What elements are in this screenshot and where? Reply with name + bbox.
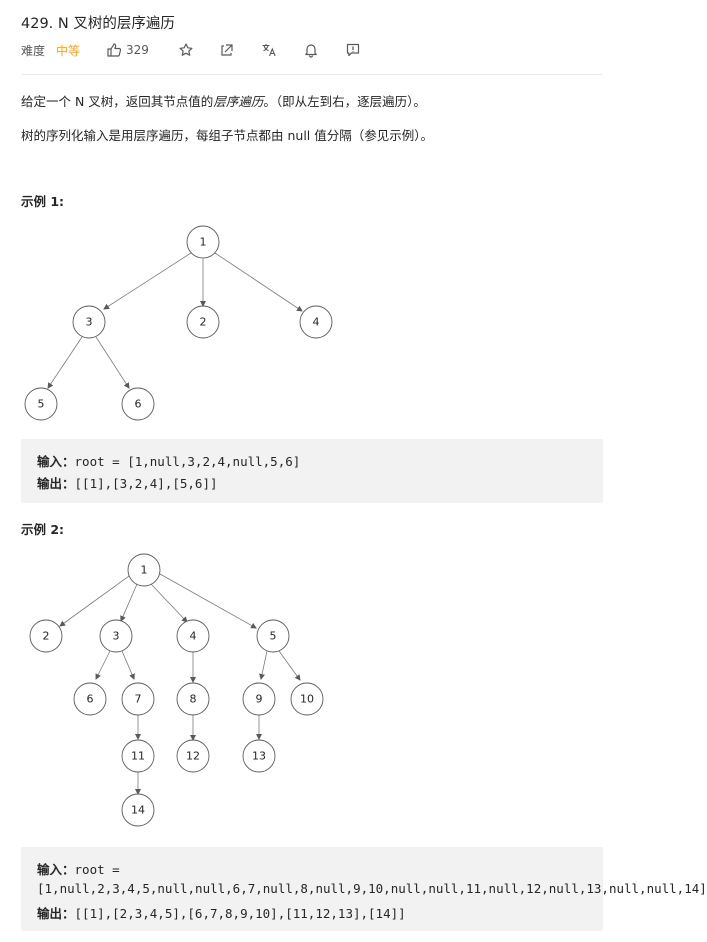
tree-node-label: 6	[135, 398, 142, 411]
tree-node-label: 5	[270, 630, 277, 643]
tree-node	[24, 387, 58, 421]
tree-node-label: 1	[141, 564, 148, 577]
tree-node	[290, 682, 324, 716]
example-2-input-array-line: [1,null,2,3,4,5,null,null,6,7,null,8,nul…	[37, 881, 707, 896]
tree-node	[121, 387, 155, 421]
tree-node	[72, 305, 106, 339]
tree-node-label: 13	[252, 750, 266, 763]
tree-node	[186, 305, 220, 339]
example-1-heading: 示例 1:	[21, 194, 65, 209]
tree-node-label: 1	[200, 236, 207, 249]
difficulty-badge: 中等	[56, 43, 81, 58]
problem-meta-bar: 难度 中等 329	[21, 41, 360, 59]
tree-node	[176, 682, 210, 716]
description-paragraph-2: 树的序列化输入是用层序遍历，每组子节点都由 null 值分隔（参见示例）。	[21, 128, 433, 143]
tree-node	[176, 619, 210, 653]
tree-node	[299, 305, 333, 339]
tree-node-label: 4	[190, 630, 197, 643]
example-2-output-line: 输出：[[1],[2,3,4,5],[6,7,8,9,10],[11,12,13…	[37, 906, 406, 921]
tree-node-label: 9	[256, 693, 263, 706]
tree-node-label: 2	[43, 630, 50, 643]
tree-node	[29, 619, 63, 653]
problem-title: 429. N 叉树的层序遍历	[21, 16, 175, 32]
example-2-heading: 示例 2:	[21, 522, 65, 537]
bell-icon[interactable]	[303, 42, 319, 58]
tree-node	[121, 793, 155, 827]
tree-node-label: 12	[186, 750, 200, 763]
tree-node	[256, 619, 290, 653]
example-2-input-line: 输入：root =	[37, 862, 120, 877]
tree-node	[242, 682, 276, 716]
tree-node-label: 8	[190, 693, 197, 706]
tree-node-label: 2	[200, 316, 207, 329]
description-paragraph-1: 给定一个 N 叉树，返回其节点值的层序遍历。（即从左到右，逐层遍历）。	[21, 94, 426, 109]
tree-node	[121, 739, 155, 773]
tree-node	[186, 225, 220, 259]
tree-node-label: 11	[131, 750, 145, 763]
tree-node-label: 3	[113, 630, 120, 643]
tree-node-label: 5	[38, 398, 45, 411]
example-1-output-line: 输出：[[1],[3,2,4],[5,6]]	[37, 476, 218, 491]
example-2-tree-diagram: 1 2 3 4 5 6 7 8 9 10 11 12 13 14	[29, 553, 324, 827]
star-icon[interactable]	[178, 42, 194, 58]
tree-node	[121, 682, 155, 716]
tree-node	[99, 619, 133, 653]
example-2-code-block: 输入：root = [1,null,2,3,4,5,null,null,6,7,…	[21, 847, 707, 931]
tree-node	[242, 739, 276, 773]
thumbs-up-icon	[106, 42, 122, 58]
tree-node-label: 6	[87, 693, 94, 706]
tree-node-label: 3	[86, 316, 93, 329]
tree-node-label: 4	[313, 316, 320, 329]
tree-node	[127, 553, 161, 587]
like-button[interactable]: 329	[106, 42, 149, 58]
translate-icon[interactable]	[261, 42, 277, 58]
tree-node	[176, 739, 210, 773]
tree-node	[73, 682, 107, 716]
tree-node-label: 14	[131, 804, 145, 817]
feedback-icon[interactable]	[345, 42, 361, 58]
difficulty-label: 难度	[21, 43, 46, 58]
header-divider	[21, 74, 603, 75]
example-1-input-line: 输入：root = [1,null,3,2,4,null,5,6]	[37, 454, 301, 469]
example-1-tree-diagram: 1 3 2 4 5 6	[24, 225, 333, 421]
example-1-code-block: 输入：root = [1,null,3,2,4,null,5,6] 输出：[[1…	[21, 439, 603, 503]
tree-node-label: 10	[300, 693, 314, 706]
like-count: 329	[126, 43, 149, 57]
share-icon[interactable]	[219, 42, 235, 58]
tree-node-label: 7	[135, 693, 142, 706]
